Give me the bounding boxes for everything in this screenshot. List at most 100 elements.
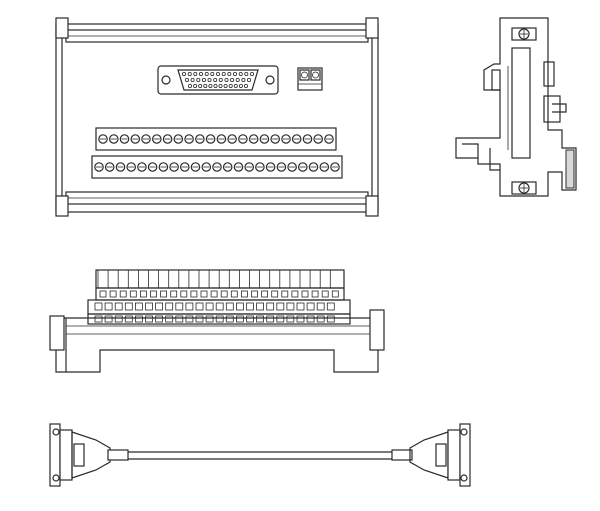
power-terminal-screw-2 — [310, 69, 321, 81]
front-cell-window — [139, 290, 147, 298]
front-cell-screw — [225, 302, 234, 311]
front-cell-screw — [215, 302, 224, 311]
db-pin — [181, 72, 186, 77]
terminal-screw — [248, 134, 259, 144]
cable-connector-right — [391, 423, 471, 487]
terminal-screw — [313, 134, 323, 144]
db-pin — [203, 84, 208, 89]
front-cell-slot — [104, 315, 113, 323]
front-cell-window — [170, 290, 178, 298]
front-cell-window — [129, 290, 137, 298]
front-cell-slot — [195, 315, 204, 323]
power-terminal-screw-1 — [299, 69, 310, 81]
front-cell-slot — [165, 315, 174, 323]
front-cell-screw — [266, 302, 275, 311]
front-cell-window — [251, 290, 258, 298]
front-cell-screw — [195, 302, 204, 311]
front-terminal-top — [95, 269, 345, 289]
terminal-screw — [297, 162, 308, 172]
front-cell-slot — [145, 315, 153, 323]
right-hood — [409, 431, 449, 479]
left-hood-window — [73, 443, 85, 467]
terminal-screw — [130, 134, 141, 144]
front-cell-screw — [306, 302, 315, 311]
db-pin — [198, 72, 203, 77]
front-end-left — [49, 315, 65, 351]
front-cell-slot — [185, 315, 194, 323]
power-terminal — [297, 67, 323, 91]
db-pin — [232, 72, 237, 77]
front-terminal-row-a — [95, 287, 345, 301]
front-cell-window — [261, 290, 269, 298]
front-cell-window — [190, 290, 198, 298]
db-pin — [230, 78, 235, 83]
front-cell-slot — [256, 315, 265, 323]
terminal-screw — [276, 162, 287, 172]
front-cell-screw — [205, 302, 214, 311]
db-pin — [207, 78, 212, 83]
terminal-screw — [227, 134, 237, 144]
terminal-screw — [308, 162, 319, 172]
lower-terminal-screws — [94, 162, 340, 172]
front-cell-slot — [114, 315, 123, 323]
front-cell-screw — [134, 302, 143, 311]
db-pin — [221, 72, 226, 77]
front-cell-window — [99, 290, 107, 298]
front-cell-window — [200, 290, 208, 298]
terminal-screw — [291, 134, 302, 144]
terminal-screw — [104, 162, 115, 172]
db-pin — [193, 72, 198, 77]
db-connector-trapezoid — [177, 69, 259, 91]
terminal-screw — [195, 134, 205, 144]
terminal-strip-upper — [95, 127, 337, 151]
front-cell-screw — [256, 302, 265, 311]
terminal-screw — [287, 162, 297, 172]
front-cell-screw — [175, 302, 184, 311]
front-cell-window — [331, 290, 339, 298]
front-cell-slot — [94, 315, 103, 323]
db-pin — [198, 84, 203, 89]
front-cell-slot — [124, 315, 133, 323]
front-cell-slot — [306, 315, 315, 323]
front-cell-screw — [235, 302, 244, 311]
front-cell-window — [180, 290, 188, 298]
db-pin — [223, 84, 228, 89]
terminal-screw — [302, 134, 313, 144]
db-pin — [218, 84, 223, 89]
front-cell-slot — [225, 315, 234, 323]
terminal-screw — [212, 162, 222, 172]
front-cell-screw — [246, 302, 254, 311]
db-pin — [208, 84, 213, 89]
front-cell-slot — [205, 315, 214, 323]
db-pin — [243, 84, 248, 89]
terminal-screw — [94, 162, 104, 172]
front-cell-window — [230, 290, 238, 298]
front-terminal-row-b — [87, 299, 351, 315]
db-pin — [196, 78, 201, 83]
terminal-screw — [255, 162, 265, 172]
terminal-screw — [270, 134, 280, 144]
terminal-screw — [201, 162, 212, 172]
front-cell-screw — [185, 302, 194, 311]
db-connector-shell — [157, 65, 279, 95]
front-cell-screw — [124, 302, 133, 311]
terminal-screw — [115, 162, 126, 172]
top-view — [55, 17, 379, 217]
db-pin — [218, 78, 223, 83]
side-view — [455, 17, 577, 197]
din-rail-section — [565, 149, 575, 189]
db-pin — [215, 72, 220, 77]
front-cell-slot — [266, 315, 275, 323]
front-cell-window — [271, 290, 279, 298]
terminal-screw — [141, 134, 151, 144]
side-rail-hook — [462, 143, 479, 158]
front-cell-slot — [316, 315, 325, 323]
db-pin — [184, 78, 189, 83]
front-cell-screw — [145, 302, 153, 311]
db-pin — [238, 72, 243, 77]
power-terminal-body — [297, 67, 323, 91]
db-pin — [193, 84, 198, 89]
terminal-screw — [244, 162, 254, 172]
side-clip-right-upper — [543, 61, 555, 87]
